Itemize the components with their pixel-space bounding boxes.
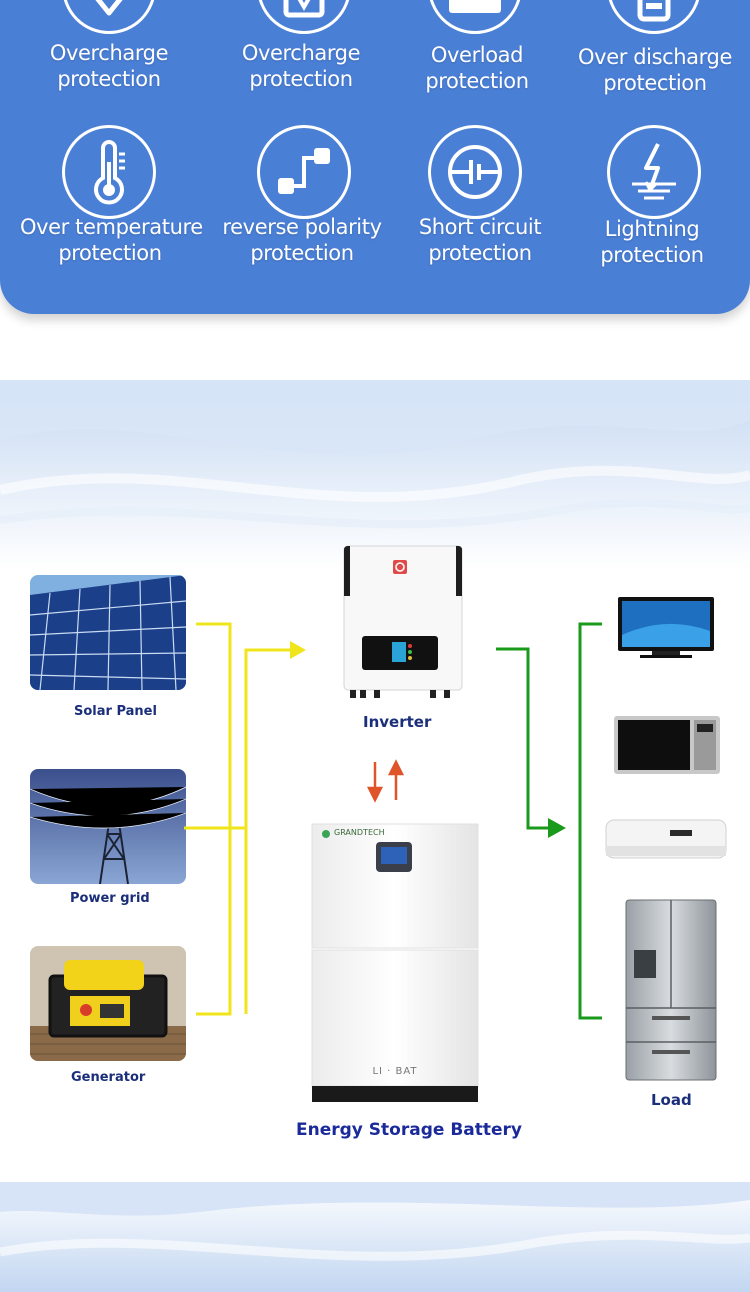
load-label: Load: [651, 1091, 692, 1109]
feature-label-line2: protection: [250, 241, 354, 265]
inverter-label: Inverter: [363, 713, 432, 731]
power-grid-image: [30, 769, 186, 884]
feature-label-line2: protection: [603, 71, 707, 95]
feature-label-line1: Over temperature: [20, 215, 203, 239]
feature-label-line2: protection: [58, 241, 162, 265]
thermometer-icon: [62, 125, 156, 219]
battery-label: Energy Storage Battery: [296, 1120, 522, 1140]
solar-panel-label: Solar Panel: [74, 704, 157, 719]
solar-panel-image: [30, 575, 186, 690]
decorative-wave-top: [0, 380, 750, 570]
feature-label-line1: Overcharge: [241, 41, 361, 65]
feature-label-line2: protection: [428, 241, 532, 265]
decorative-wave-bottom: [0, 1182, 750, 1292]
battery-icon: [428, 0, 522, 34]
polarity-connector-icon: [257, 125, 351, 219]
feature-label-line1: Overcharge: [49, 41, 169, 65]
feature-label-line1: Overload: [430, 43, 524, 67]
battery-model-text: LI · BAT: [372, 1066, 418, 1077]
feature-label-line2: protection: [425, 69, 529, 93]
inverter-unit: [340, 540, 466, 700]
feature-label-line1: reverse polarity: [222, 215, 382, 239]
tv-icon: [616, 595, 716, 661]
feature-label-line2: protection: [249, 67, 353, 91]
generator-label: Generator: [71, 1070, 146, 1085]
lightning-icon: [607, 125, 701, 219]
battery-brand-text: GRANDTECH: [334, 828, 385, 837]
air-conditioner-icon: [604, 818, 728, 862]
feature-label-line1: Over discharge: [578, 45, 732, 69]
microwave-icon: [612, 714, 722, 776]
feature-label-line1: Lightning: [604, 217, 700, 241]
shield-check-icon: [62, 0, 156, 34]
feature-label-line2: protection: [57, 67, 161, 91]
refrigerator-icon: [624, 898, 718, 1082]
feature-label-line1: Short circuit: [418, 215, 542, 239]
voltage-badge-icon: [257, 0, 351, 34]
short-circuit-icon: [428, 125, 522, 219]
generator-image: [30, 946, 186, 1061]
battery-minus-icon: [607, 0, 701, 34]
energy-storage-battery-unit: GRANDTECH LI · BAT: [310, 822, 480, 1104]
power-grid-label: Power grid: [70, 891, 150, 906]
feature-label-line2: protection: [600, 243, 704, 267]
